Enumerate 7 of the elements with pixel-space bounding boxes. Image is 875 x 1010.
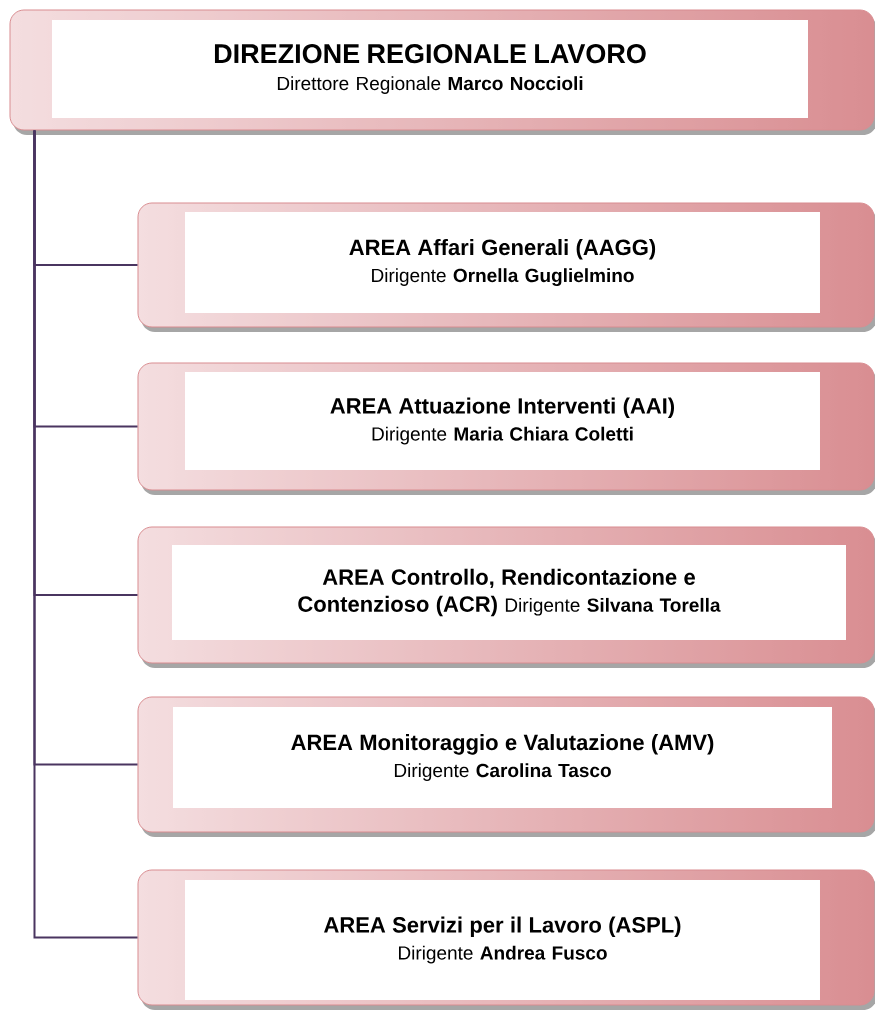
org-box: AREA Servizi per il Lavoro (ASPL) Dirigente Andrea Fusco [137, 869, 875, 1010]
org-box: AREA Attuazione Interventi (AAI) Dirigente Maria Chiara Coletti [137, 362, 875, 495]
org-box: AREA Affari Generali (AAGG) Dirigente Ornella Guglielmino [137, 202, 875, 332]
org-box: AREA Controllo, Rendicontazione e Contenzioso (ACR) Dirigente Silvana Torella [137, 526, 875, 668]
connector-line [33, 129, 139, 939]
org-box: AREA Monitoraggio e Valutazione (AMV) Dirigente Carolina Tasco [137, 696, 875, 837]
org-box: DIREZIONE REGIONALE LAVORO Direttore Regionale Marco Noccioli [9, 9, 875, 135]
